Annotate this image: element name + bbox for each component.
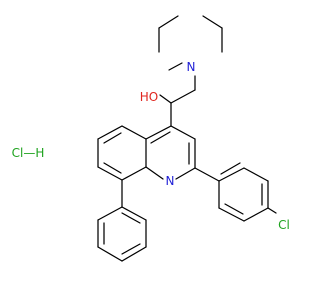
bond (168, 62, 183, 71)
molecule-canvas: N N HO Cl Cl—H (12, 15, 290, 262)
bond (243, 207, 269, 222)
ring-nitrogen-label: N (166, 174, 175, 188)
bond (267, 207, 277, 214)
bond (121, 166, 147, 181)
bond (97, 246, 123, 262)
bond (97, 125, 123, 140)
hydroxyl-label: HO (140, 90, 158, 104)
bond (145, 125, 172, 140)
bonds (97, 15, 277, 262)
bond (121, 246, 147, 262)
bond (97, 166, 123, 181)
atom-labels: N N HO Cl Cl—H (12, 60, 290, 232)
bond (194, 167, 220, 182)
bond (218, 167, 245, 182)
molecule-structure: N N HO Cl Cl—H (12, 15, 290, 262)
bond (97, 206, 123, 221)
bond (145, 166, 164, 180)
bond (121, 243, 141, 255)
bond (170, 125, 196, 140)
bond (159, 94, 172, 104)
bond (121, 206, 147, 221)
bond (121, 125, 147, 140)
bond (175, 167, 196, 180)
hydrogen-chloride-label: Cl—H (12, 146, 45, 160)
bond (243, 167, 269, 182)
bond (220, 162, 241, 175)
bond (158, 15, 179, 29)
bond (150, 131, 171, 144)
chlorine-label: Cl (278, 218, 290, 232)
bond (103, 162, 122, 174)
bond (224, 203, 244, 215)
bond (218, 207, 245, 222)
amine-nitrogen-label: N (187, 60, 196, 74)
bond (103, 132, 122, 144)
bond (170, 89, 196, 104)
bond (121, 212, 141, 224)
bond (202, 15, 223, 29)
